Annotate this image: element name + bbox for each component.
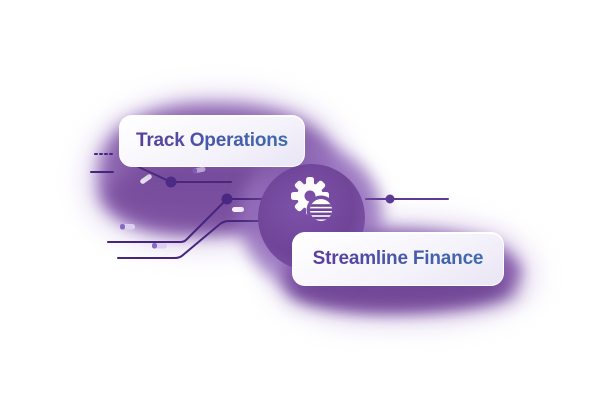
node2-down-left-line — [107, 198, 228, 243]
dash-pills — [120, 166, 244, 249]
striped-dash-pill-2 — [120, 224, 135, 230]
streamline-finance-label: Streamline Finance — [312, 248, 484, 269]
streamline-finance-card[interactable]: Streamline Finance — [292, 232, 504, 286]
white-dash-pill-1 — [140, 174, 152, 184]
striped-globe — [310, 199, 332, 221]
node1-dot — [165, 176, 177, 188]
right-line-dot — [385, 194, 395, 204]
track-operations-card[interactable]: Track Operations — [119, 115, 305, 167]
track-operations-label: Track Operations — [135, 130, 289, 151]
striped-dash-pill-3 — [152, 243, 167, 249]
white-dash-pill-2 — [232, 207, 244, 212]
lower-s-line — [117, 220, 301, 259]
striped-dash-pill-1 — [192, 166, 206, 174]
node2-dot — [221, 193, 233, 205]
